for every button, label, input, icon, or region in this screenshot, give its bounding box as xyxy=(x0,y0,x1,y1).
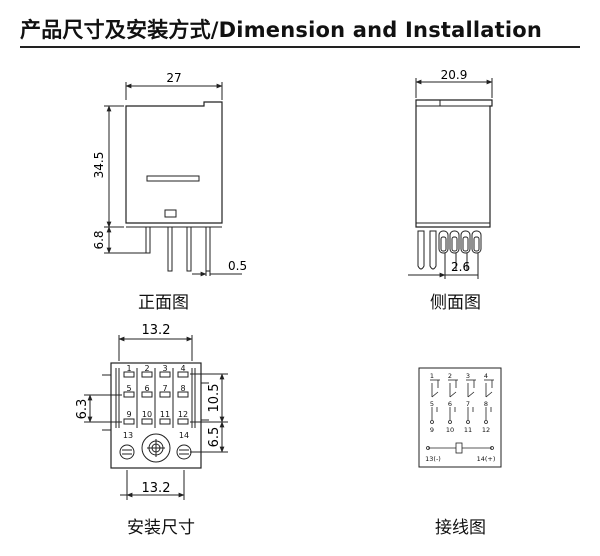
socket-pin-slots xyxy=(115,368,196,428)
front-view-body xyxy=(125,101,223,224)
mount-right-lower-label: 6.5 xyxy=(207,427,222,448)
wiring-diagram xyxy=(418,367,502,468)
wire-pin-4: 4 xyxy=(484,372,488,380)
mount-pin-5: 5 xyxy=(126,384,131,393)
mounting-caption: 安装尺寸 xyxy=(127,518,195,538)
wire-pin-7: 7 xyxy=(466,400,470,408)
mount-left-height-label: 6.3 xyxy=(75,399,90,420)
front-pin-length-label: 6.8 xyxy=(92,230,106,249)
side-width-label: 20.9 xyxy=(441,68,468,82)
front-view xyxy=(104,82,242,277)
coil-neg-label: 13(-) xyxy=(425,455,441,463)
wire-pin-11: 11 xyxy=(464,426,472,434)
front-width-label: 27 xyxy=(166,71,181,85)
wire-pin-10: 10 xyxy=(446,426,454,434)
mount-pin-1: 1 xyxy=(126,364,131,373)
coil-pos-label: 14(+) xyxy=(477,455,496,463)
mount-pin-11: 11 xyxy=(160,410,170,419)
wire-pin-1: 1 xyxy=(430,372,434,380)
front-view-pins xyxy=(145,226,211,272)
wiring-contacts xyxy=(430,379,494,424)
side-view-caption: 侧面图 xyxy=(430,293,481,313)
mount-right-upper-label: 10.5 xyxy=(207,384,222,413)
wiring-pin-numbers: 1 2 3 4 5 6 7 8 9 10 11 12 13(-) 14(+) xyxy=(425,372,495,463)
wire-pin-6: 6 xyxy=(448,400,452,408)
socket-outline xyxy=(110,362,202,469)
wire-pin-9: 9 xyxy=(430,426,434,434)
wire-pin-3: 3 xyxy=(466,372,470,380)
page-title: 产品尺寸及安装方式/Dimension and Installation xyxy=(20,18,543,42)
mount-pin-8: 8 xyxy=(180,384,185,393)
front-view-caption: 正面图 xyxy=(138,293,189,313)
mount-pin-13: 13 xyxy=(123,431,133,440)
coil-symbol xyxy=(455,442,463,454)
wire-pin-5: 5 xyxy=(430,400,434,408)
wire-pin-12: 12 xyxy=(482,426,490,434)
mount-pin-10: 10 xyxy=(142,410,152,419)
mount-pin-4: 4 xyxy=(180,364,185,373)
mount-top-width-label: 13.2 xyxy=(142,323,171,338)
side-view-pins xyxy=(417,230,482,271)
wiring-caption: 接线图 xyxy=(435,518,486,538)
front-view-window xyxy=(146,175,200,182)
wiring-outline xyxy=(418,367,502,468)
wire-pin-8: 8 xyxy=(484,400,488,408)
mount-pin-14: 14 xyxy=(179,431,189,440)
wire-pin-2: 2 xyxy=(448,372,452,380)
side-view xyxy=(408,78,493,279)
side-view-body xyxy=(415,99,493,228)
side-pin-pitch-label: 2.6 xyxy=(451,260,470,274)
mount-pin-12: 12 xyxy=(178,410,188,419)
mount-pin-6: 6 xyxy=(144,384,149,393)
mount-pin-9: 9 xyxy=(126,410,131,419)
front-pin-width-label: 0.5 xyxy=(228,259,247,273)
mounting-view xyxy=(84,335,228,500)
mount-pin-3: 3 xyxy=(162,364,167,373)
mounting-pin-numbers: 1 2 3 4 5 6 7 8 9 10 11 12 13 14 xyxy=(123,364,189,440)
mount-bottom-width-label: 13.2 xyxy=(142,481,171,496)
title-underline xyxy=(20,46,580,48)
center-socket xyxy=(141,433,171,463)
mount-pin-7: 7 xyxy=(162,384,167,393)
mount-pin-2: 2 xyxy=(144,364,149,373)
front-height-label: 34.5 xyxy=(92,152,106,179)
